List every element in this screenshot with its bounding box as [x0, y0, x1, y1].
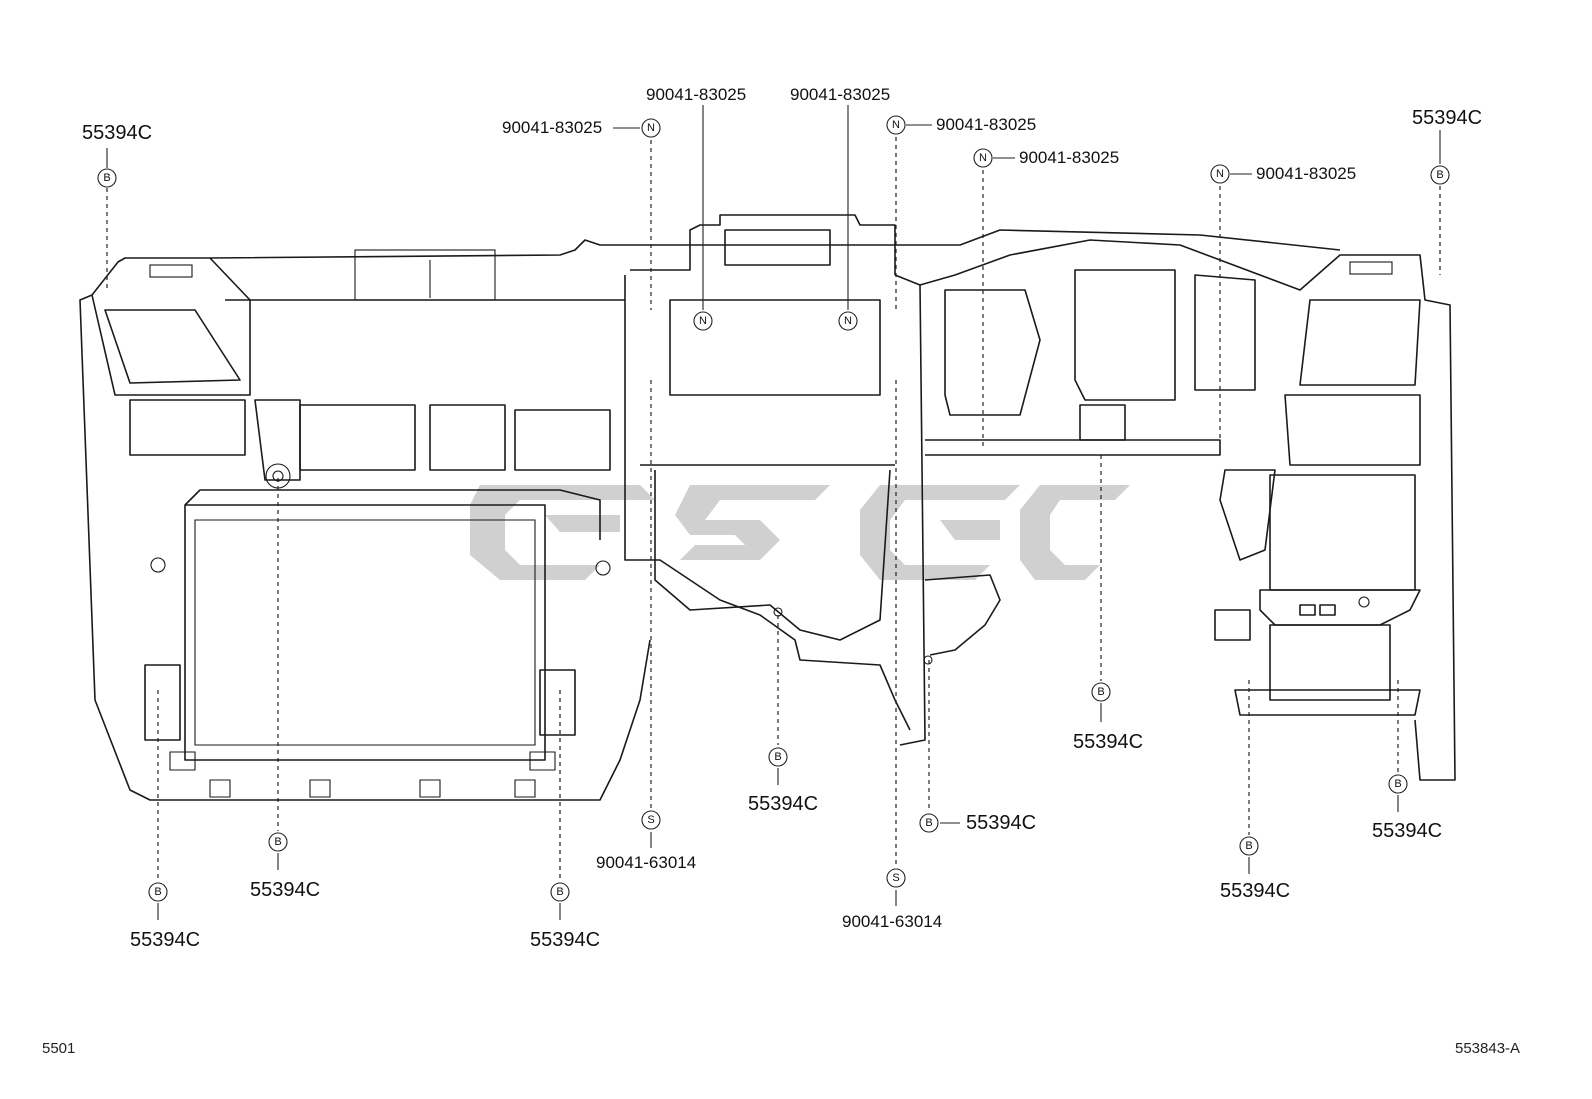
svg-text:B: B [925, 817, 932, 829]
symbol-n-1: N [641, 118, 661, 138]
part-label: 55394C [130, 929, 200, 951]
svg-text:N: N [979, 152, 987, 164]
svg-text:N: N [699, 315, 707, 327]
part-label: 55394C [82, 122, 152, 144]
svg-text:N: N [844, 315, 852, 327]
symbol-b-top-right: B [1430, 165, 1450, 185]
symbol-b-bottom-1: B [148, 882, 168, 902]
part-label: 90041-63014 [842, 912, 942, 931]
svg-text:N: N [892, 119, 900, 131]
part-label: 90041-83025 [646, 85, 746, 104]
symbol-n-3: N [838, 311, 858, 331]
symbol-s-2: S [886, 868, 906, 888]
symbol-b-bottom-2: B [268, 832, 288, 852]
symbol-b-right-2: B [1239, 836, 1259, 856]
part-label: 90041-83025 [502, 118, 602, 137]
part-label: 55394C [966, 812, 1036, 834]
illustration-id: 553843-A [1455, 1040, 1521, 1057]
svg-text:B: B [556, 886, 563, 898]
callout-symbols: B B B B B B B B B B N N N N N N S S [97, 115, 1450, 902]
symbol-n-4: N [886, 115, 906, 135]
symbol-n-2: N [693, 311, 713, 331]
part-label: 90041-63014 [596, 853, 696, 872]
part-label: 55394C [1220, 880, 1290, 902]
svg-text:N: N [1216, 168, 1224, 180]
symbol-b-center: B [768, 747, 788, 767]
symbol-n-6: N [1210, 164, 1230, 184]
part-number-labels: 55394C 55394C 55394C 55394C 55394C 55394… [82, 85, 1482, 951]
symbol-b-top-left: B [97, 168, 117, 188]
svg-text:B: B [1394, 778, 1401, 790]
part-label: 90041-83025 [790, 85, 890, 104]
svg-text:S: S [647, 814, 654, 826]
symbol-b-center-right: B [919, 813, 939, 833]
part-label: 55394C [1372, 820, 1442, 842]
symbol-s-1: S [641, 810, 661, 830]
svg-text:B: B [274, 836, 281, 848]
part-label: 90041-83025 [936, 115, 1036, 134]
part-label: 55394C [530, 929, 600, 951]
svg-text:B: B [103, 172, 110, 184]
svg-text:B: B [774, 751, 781, 763]
symbol-b-right-1: B [1091, 682, 1111, 702]
part-label: 90041-83025 [1256, 164, 1356, 183]
symbol-b-right-3: B [1388, 774, 1408, 794]
watermark-logo [470, 485, 1130, 580]
page-code: 5501 [42, 1040, 76, 1057]
part-label: 90041-83025 [1019, 148, 1119, 167]
svg-text:B: B [1097, 686, 1104, 698]
part-label: 55394C [1412, 107, 1482, 129]
part-label: 55394C [748, 793, 818, 815]
svg-text:B: B [154, 886, 161, 898]
svg-text:B: B [1245, 840, 1252, 852]
part-label: 55394C [1073, 731, 1143, 753]
symbol-n-5: N [973, 148, 993, 168]
svg-text:N: N [647, 122, 655, 134]
svg-text:S: S [892, 872, 899, 884]
leader-lines [106, 105, 1441, 920]
svg-text:B: B [1436, 169, 1443, 181]
symbol-b-bottom-3: B [550, 882, 570, 902]
instrument-panel-reinforcement-drawing [79, 214, 1456, 801]
part-label: 55394C [250, 879, 320, 901]
